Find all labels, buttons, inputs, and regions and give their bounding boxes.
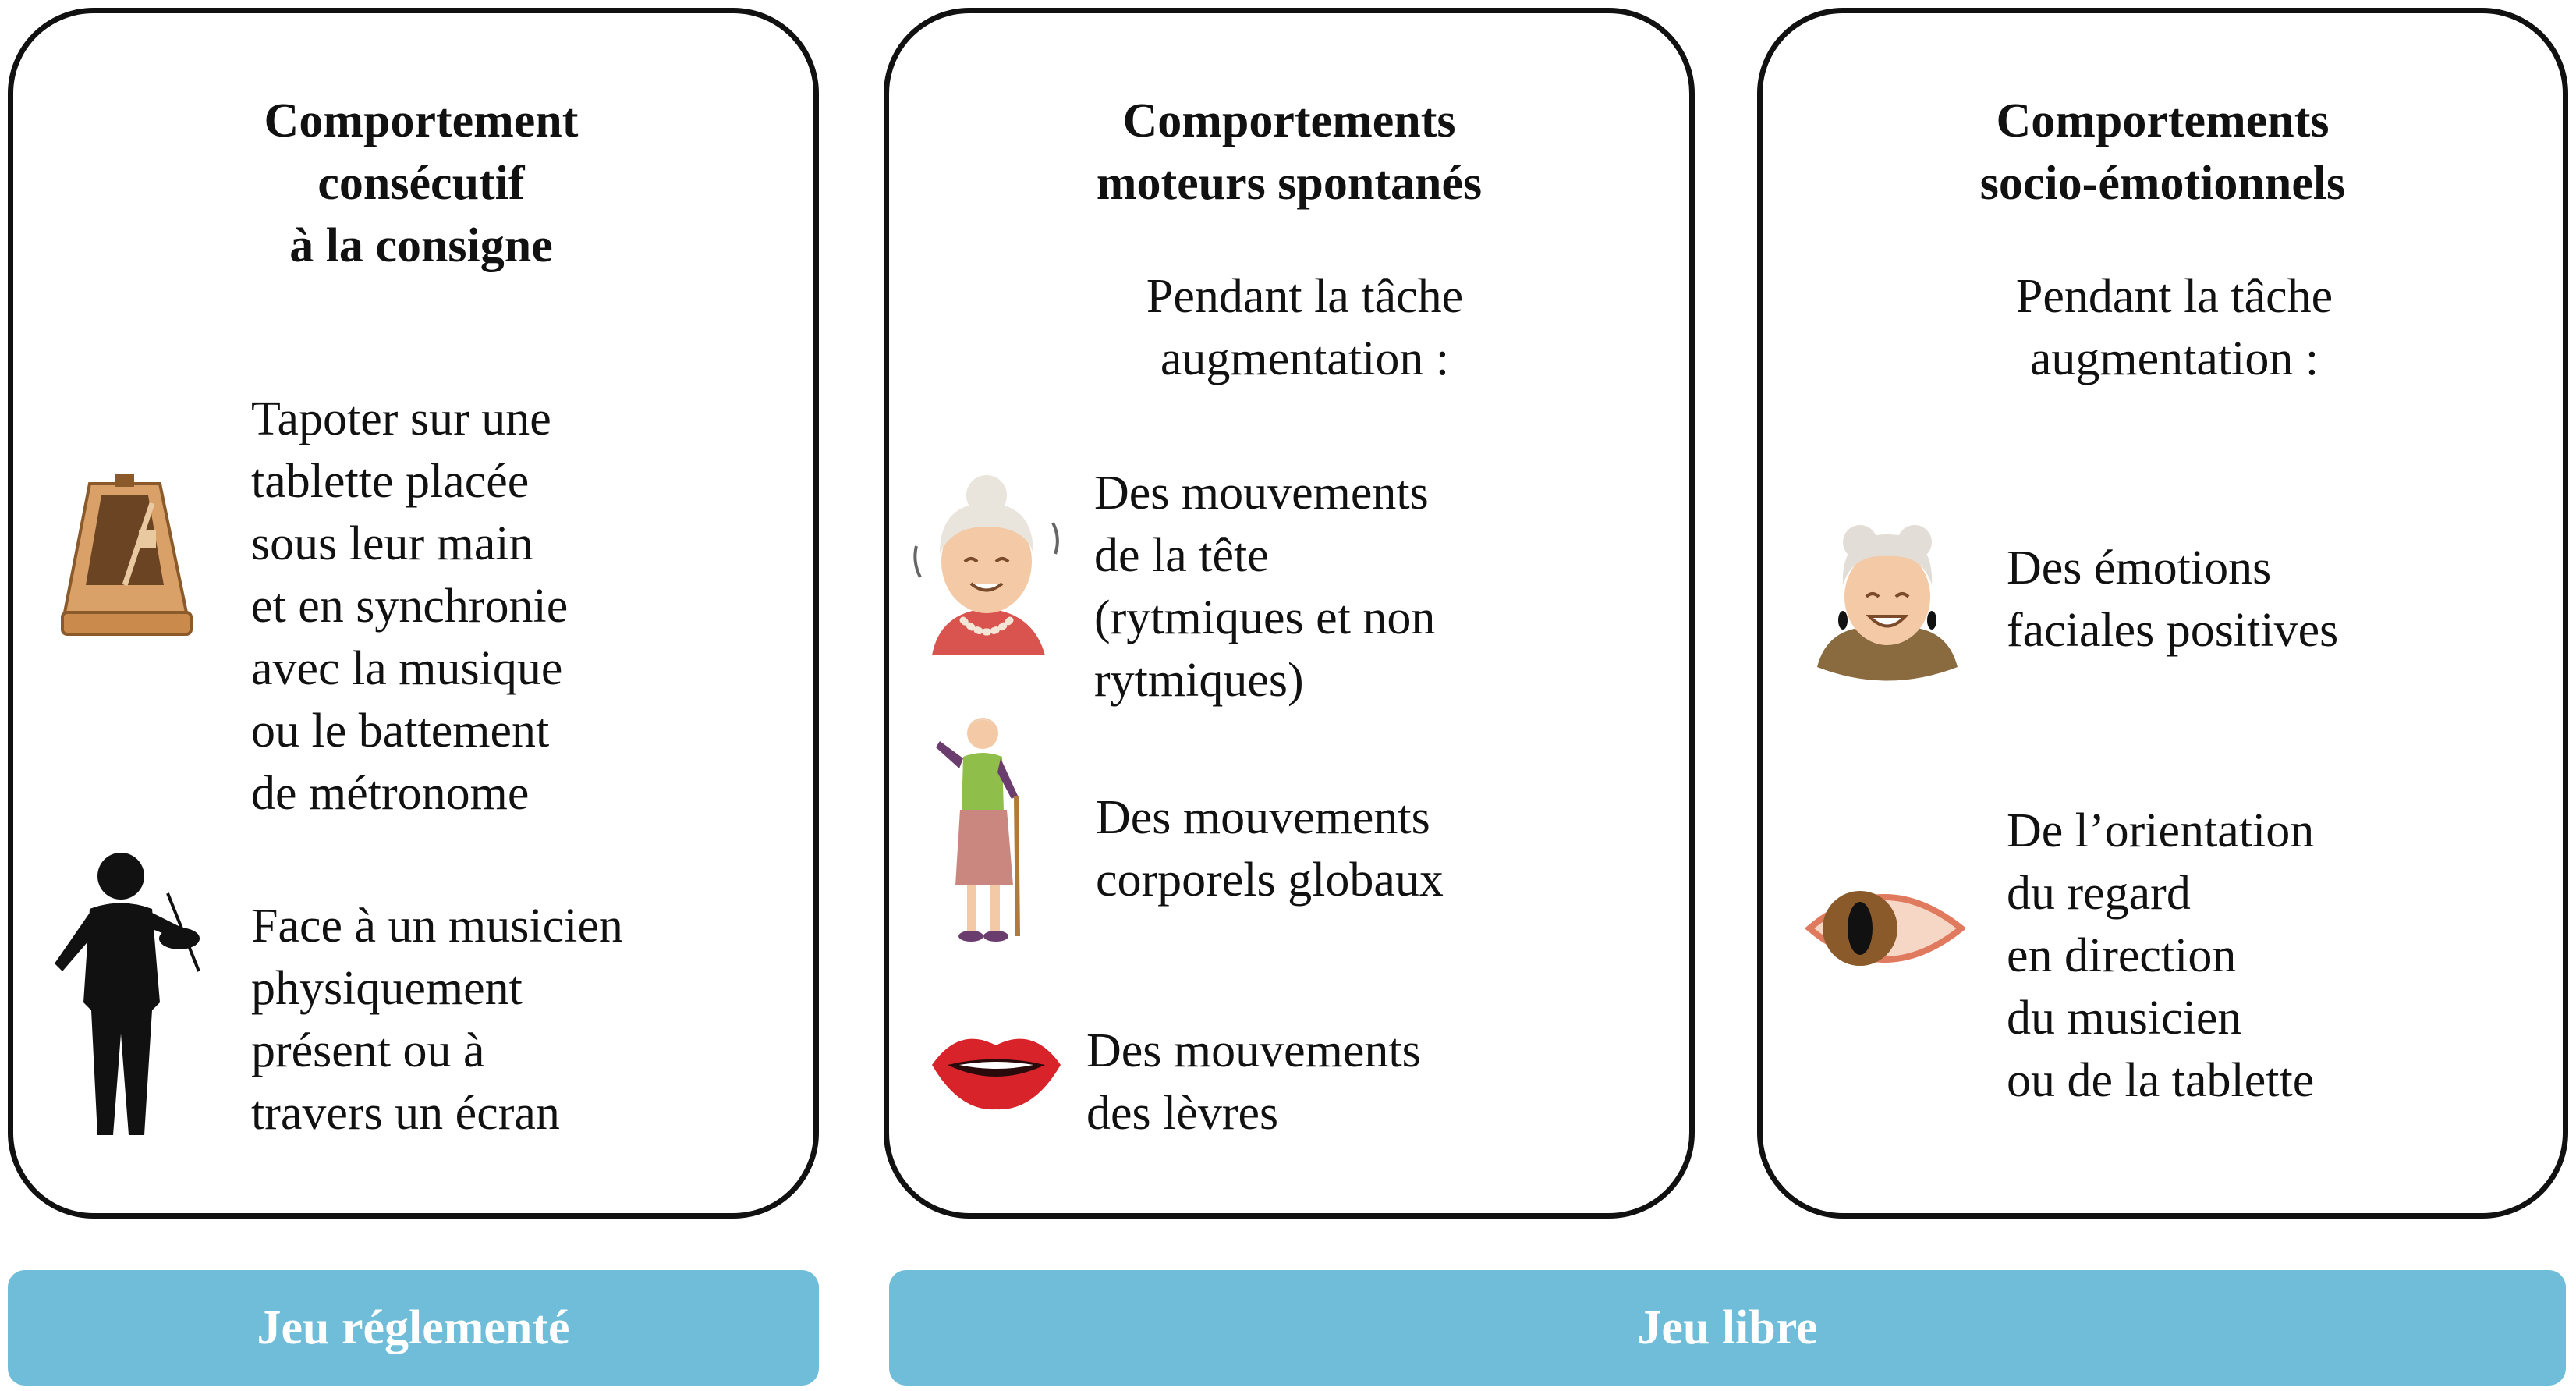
- violinist-icon: [43, 846, 218, 1143]
- column-2-item-2-text: Des mouvements corporels globaux: [1096, 791, 1444, 907]
- smiling-face-icon: [1813, 511, 1961, 683]
- elderly-woman-cane-icon: [932, 710, 1049, 952]
- column-1-item-1-text: Tapoter sur une tablette placée sous leu…: [251, 392, 569, 820]
- column-3-subtitle: Pendant la tâche augmentation :: [2015, 270, 2333, 385]
- structured-play-bar: Jeu réglementé: [8, 1270, 819, 1386]
- column-3-title: Comportements socio-émotionnels: [1979, 94, 2346, 210]
- column-1-title: Comportement consécutif à la consigne: [264, 94, 579, 272]
- column-3-item-1-text: Des émotions faciales positives: [2007, 541, 2339, 657]
- metronome-icon: [47, 460, 211, 648]
- eye-icon: [1804, 874, 1967, 983]
- panel-spontaneous-motor: [884, 8, 1695, 1219]
- column-2-item-3-text: Des mouvements des lèvres: [1086, 1024, 1421, 1140]
- free-play-bar: Jeu libre: [889, 1270, 2566, 1386]
- column-2-title: Comportements moteurs spontanés: [1096, 94, 1483, 210]
- column-3-item-2-text: De l’orientation du regard en direction …: [2007, 804, 2315, 1107]
- elderly-woman-head-icon: [909, 468, 1065, 655]
- lips-icon: [928, 1022, 1065, 1116]
- column-2-item-1-text: Des mouvements de la tête (rytmiques et …: [1094, 467, 1436, 707]
- column-2-subtitle: Pendant la tâche augmentation :: [1146, 270, 1464, 385]
- column-1-item-2-text: Face à un musicien physiquement présent …: [251, 900, 623, 1140]
